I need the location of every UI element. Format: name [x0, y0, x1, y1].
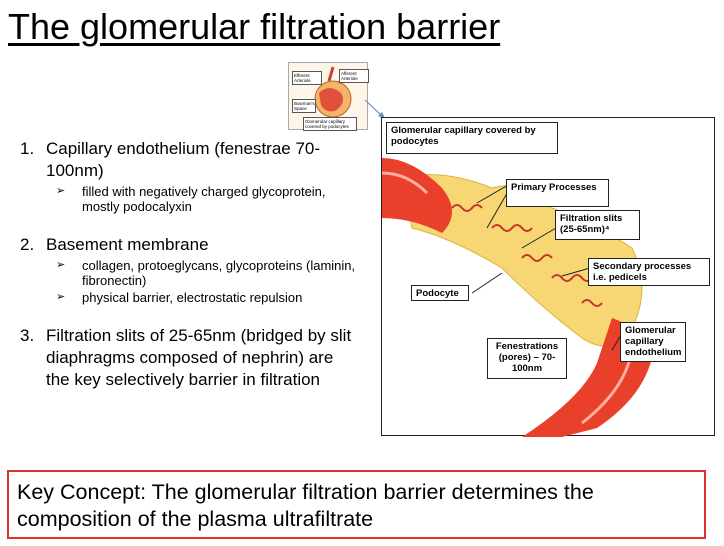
sub-item-text: filled with negatively charged glycoprot… — [82, 184, 360, 214]
podocyte-label: Podocyte — [411, 285, 469, 301]
sub-item: ➢collagen, protoeglycans, glycoproteins … — [56, 258, 360, 288]
key-concept-box: Key Concept: The glomerular filtration b… — [7, 470, 706, 539]
page-title: The glomerular filtration barrier — [8, 6, 500, 48]
list-item-text: Filtration slits of 25-65nm (bridged by … — [46, 326, 351, 389]
capillary-diagram: Glomerular capillary covered by podocyte… — [381, 117, 715, 436]
fenestrations-label: Fenestrations (pores) – 70-100nm — [487, 338, 567, 379]
endothelium-label: Glomerular capillary endothelium — [620, 322, 686, 362]
list-item: 3. Filtration slits of 25-65nm (bridged … — [20, 325, 360, 391]
sub-bullet-icon: ➢ — [56, 290, 82, 305]
sub-item: ➢physical barrier, electrostatic repulsi… — [56, 290, 360, 305]
corpuscle-thumbnail: Efferent Arteriole Afferent Arteriole Bo… — [288, 62, 368, 130]
primary-processes-label: Primary Processes — [506, 179, 609, 207]
list-item-text: Capillary endothelium (fenestrae 70-100n… — [46, 139, 320, 180]
filtration-slits-label: Filtration slits (25-65nm)⁴ — [555, 210, 640, 240]
list-number: 2. — [20, 234, 46, 307]
capillary-thumb-label: Glomerular capillary covered by podocyte… — [303, 117, 357, 131]
sub-item: ➢filled with negatively charged glycopro… — [56, 184, 360, 214]
sub-item-text: collagen, protoeglycans, glycoproteins (… — [82, 258, 360, 288]
list-item: 2. Basement membrane ➢collagen, protoegl… — [20, 234, 360, 307]
afferent-label: Afferent Arteriole — [339, 69, 369, 83]
diagram-title-label: Glomerular capillary covered by podocyte… — [386, 122, 558, 154]
bowman-label: Bowman's Space — [292, 99, 316, 113]
list-item: 1. Capillary endothelium (fenestrae 70-1… — [20, 138, 360, 216]
secondary-processes-label: Secondary processes i.e. pedicels — [588, 258, 710, 286]
list-item-text: Basement membrane — [46, 235, 209, 254]
barrier-layer-list: 1. Capillary endothelium (fenestrae 70-1… — [20, 138, 360, 409]
list-number: 1. — [20, 138, 46, 216]
sub-item-text: physical barrier, electrostatic repulsio… — [82, 290, 302, 305]
sub-bullet-icon: ➢ — [56, 258, 82, 288]
list-number: 3. — [20, 325, 46, 391]
efferent-label: Efferent Arteriole — [292, 71, 322, 85]
sub-bullet-icon: ➢ — [56, 184, 82, 214]
